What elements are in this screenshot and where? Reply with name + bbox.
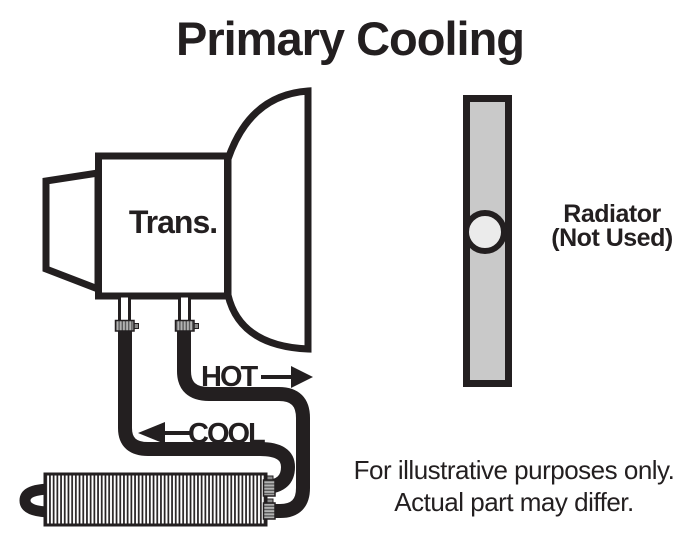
bell-housing [224,87,312,353]
hot-label: HOT [201,361,258,393]
radiator-label-line2: (Not Used) [551,224,673,252]
transmission-body [95,152,231,300]
trans-fitting-right [174,294,199,332]
transmission-label: Trans. [128,204,218,240]
cool-flow-arrow-icon [138,422,191,444]
cooler-return-tube [19,483,53,518]
cooler [43,472,268,527]
cool-label: COOL [188,418,266,450]
cooler-fitting-bottom [262,498,276,520]
radiator-cap [463,210,507,254]
disclaimer-line1: For illustrative purposes only. [353,455,675,485]
transmission-tailshaft [42,168,102,295]
radiator-label-line1: Radiator [563,200,661,228]
trans-fitting-left [114,294,139,332]
page-title: Primary Cooling [175,12,525,65]
disclaimer-text: For illustrative purposes only. Actual p… [334,454,694,518]
cooler-fitting-top [262,475,276,497]
hot-flow-arrow-icon [261,366,313,388]
hot-hose [177,329,310,518]
disclaimer-line2: Actual part may differ. [394,487,634,517]
radiator-label: Radiator (Not Used) [541,200,683,252]
cool-hose [118,329,296,494]
